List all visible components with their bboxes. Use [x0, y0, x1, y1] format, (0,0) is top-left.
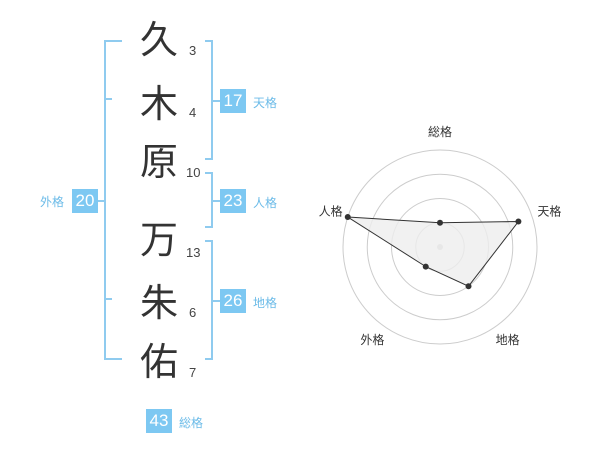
radar-axis-label-3: 地格 — [496, 332, 520, 347]
radar-area — [347, 216, 520, 287]
name-char-1: 久 — [139, 18, 178, 62]
gaikaku-bracket-tick — [104, 298, 112, 300]
radar-point-1 — [437, 219, 443, 226]
stroke-count-2: 4 — [189, 105, 197, 120]
radar-ring — [342, 149, 538, 345]
tenkaku-connector — [211, 100, 221, 102]
gaikaku-bracket-tick — [104, 98, 112, 100]
stroke-count-5: 6 — [189, 305, 197, 320]
radar-point-4 — [422, 263, 429, 270]
radar-point-2 — [515, 218, 522, 225]
chikaku-bracket-bottom — [205, 358, 213, 360]
gaikaku-label: 外格 — [40, 195, 65, 209]
name-char-3: 原 — [139, 140, 178, 184]
chikaku-bracket-top — [205, 240, 213, 242]
radar-point-3 — [465, 283, 472, 290]
jinkaku-bracket-bottom — [205, 226, 213, 228]
name-char-6: 佑 — [139, 340, 178, 384]
jinkaku-bracket-top — [205, 172, 213, 174]
soukaku-label: 総格 — [179, 416, 204, 430]
tenkaku-bracket-top — [205, 40, 213, 42]
jinkaku-connector — [211, 200, 221, 202]
radar-axis-label-1: 総格 — [428, 124, 452, 139]
chikaku-connector — [211, 300, 221, 302]
gaikaku-bracket-top — [104, 40, 122, 42]
tenkaku-bracket-bottom — [205, 158, 213, 160]
radar-ring — [366, 173, 514, 321]
radar-axis-label-5: 人格 — [319, 203, 343, 218]
soukaku-value: 43 — [146, 409, 172, 433]
stroke-count-6: 7 — [189, 365, 197, 380]
name-char-2: 木 — [139, 82, 178, 126]
radar-axis-label-4: 外格 — [360, 332, 384, 347]
name-char-5: 朱 — [139, 281, 178, 325]
tenkaku-value: 17 — [220, 89, 246, 113]
stroke-count-1: 3 — [189, 43, 197, 58]
jinkaku-label: 人格 — [253, 196, 278, 210]
gaikaku-value: 20 — [72, 189, 98, 213]
chikaku-label: 地格 — [253, 296, 278, 310]
radar-axis-label-2: 天格 — [537, 203, 561, 218]
stroke-count-3: 10 — [186, 165, 201, 180]
gaikaku-connector — [98, 200, 106, 202]
tenkaku-label: 天格 — [253, 96, 278, 110]
chikaku-value: 26 — [220, 289, 246, 313]
jinkaku-value: 23 — [220, 189, 246, 213]
name-char-4: 万 — [139, 218, 178, 262]
radar-point-5 — [344, 214, 351, 221]
stroke-count-4: 13 — [186, 245, 201, 260]
gaikaku-bracket-bottom — [104, 358, 122, 360]
